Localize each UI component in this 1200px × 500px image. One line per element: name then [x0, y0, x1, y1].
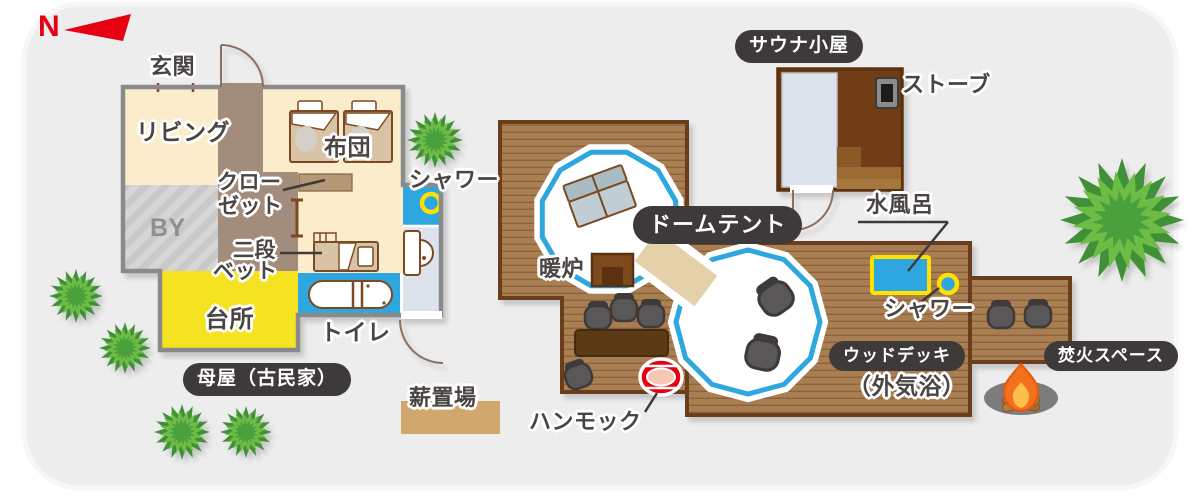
deck-shower-head-icon [936, 272, 960, 296]
compass-north-label: N [38, 10, 60, 43]
tree [49, 269, 103, 323]
closet-door-mark [291, 198, 303, 238]
waterbath-pointer-line [907, 221, 949, 272]
main-house [120, 44, 444, 364]
sauna-vestibule [781, 72, 838, 188]
firewood-label: 薪置場 [409, 385, 477, 410]
entrance-label: 玄関 [150, 54, 196, 79]
hammock [638, 357, 684, 397]
sauna-stove-icon [875, 77, 899, 109]
sofa [562, 164, 637, 228]
bathtub [308, 280, 393, 309]
compass-arrow-icon [64, 14, 131, 41]
deck-sublabel: （外気浴） [848, 373, 966, 399]
sauna-hut [776, 67, 904, 231]
hammock-pointer-line [643, 392, 659, 413]
water-bath [870, 255, 931, 295]
sauna-bench-step3 [837, 179, 901, 189]
tree [154, 404, 210, 460]
pointer-lines [280, 178, 949, 413]
tree [1060, 158, 1184, 282]
flame-icon [1002, 362, 1040, 413]
wood-deck-title: ウッドデッキ [829, 341, 965, 372]
washbasin [403, 230, 434, 276]
kitchen-label: 台所 [205, 306, 254, 333]
waterbath-label: 水風呂 [866, 192, 934, 217]
sauna-bench-step1 [837, 147, 861, 167]
main-house-title: 母屋（古民家） [183, 363, 352, 396]
room-kitchen [160, 271, 298, 350]
room-living [125, 89, 218, 185]
stove-label: ストーブ [902, 72, 991, 97]
house-wall [120, 84, 444, 353]
closet-label-line2: ゼット [218, 195, 283, 218]
futon-bed-2 [343, 100, 393, 163]
deck-shower-label: シャワー [884, 296, 975, 321]
deck-stool [636, 297, 666, 329]
tent-connector [632, 226, 720, 311]
living-label: リビング [136, 119, 230, 145]
fireplace [590, 252, 635, 288]
dome-tent-title: ドームテント [633, 206, 803, 245]
deck-stool [583, 299, 613, 331]
fireplace-label: 暖炉 [539, 256, 585, 281]
extension-chair [986, 298, 1016, 330]
room-by [125, 185, 218, 273]
futon-bed-1 [289, 100, 339, 163]
hammock-label: ハンモック [529, 409, 642, 434]
bonfire-title: 焚火スペース [1044, 341, 1178, 372]
back-door [399, 311, 444, 364]
deck-table [574, 329, 669, 357]
bonfire [984, 362, 1058, 415]
sauna-title: サウナ小屋 [735, 30, 864, 63]
sauna-bench-step2 [837, 167, 901, 179]
house-shower-label: シャワー [409, 167, 500, 192]
entrance-door [220, 44, 264, 91]
bunk-label-line1: 二段 [233, 239, 276, 262]
deck-stool [609, 291, 639, 323]
futon-label: 布団 [324, 134, 371, 160]
tree [220, 406, 272, 458]
closet-pointer-line [282, 178, 326, 192]
bunk-bed [313, 232, 379, 272]
by-label: BY [150, 214, 186, 242]
closet-label-line1: クロー [217, 171, 282, 194]
deck-shower-pointer-line [921, 287, 940, 302]
bunk-label-line2: ベット [213, 260, 278, 283]
toilet-label: トイレ [320, 319, 391, 345]
tree [407, 112, 463, 168]
closet-shelf [298, 173, 353, 192]
extension-chair [1023, 297, 1053, 329]
tree [99, 322, 151, 374]
firewood-rack [401, 401, 500, 434]
hallway [218, 89, 263, 273]
